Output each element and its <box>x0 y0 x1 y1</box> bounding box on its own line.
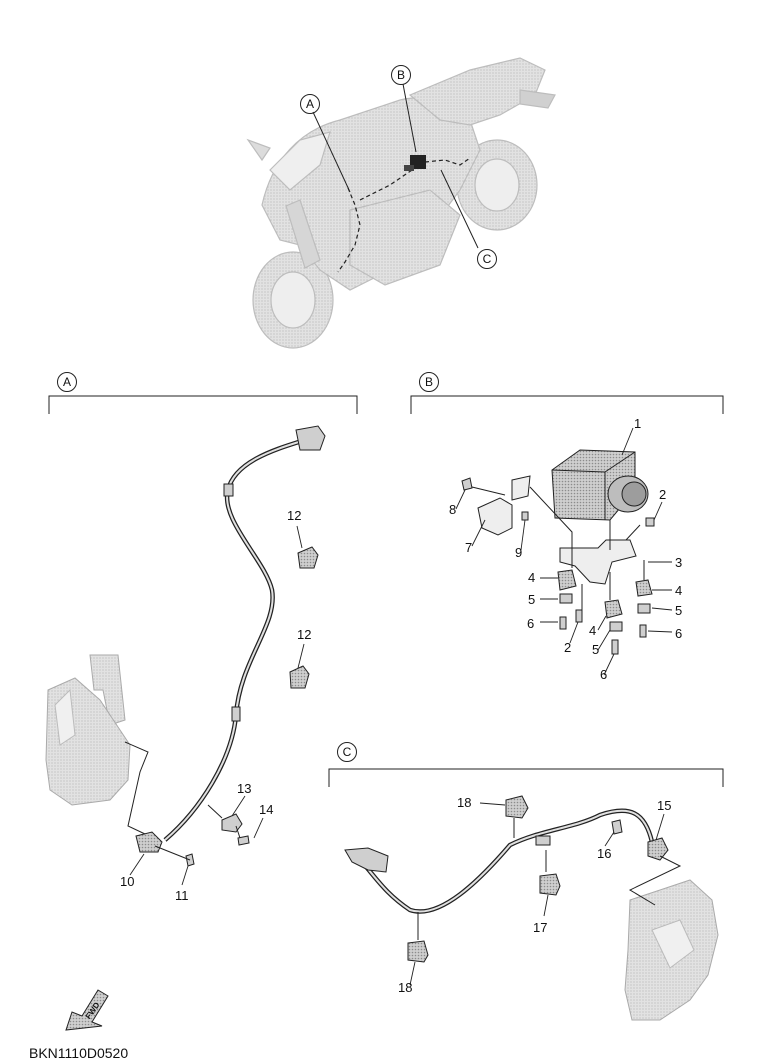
part-number: 14 <box>259 802 274 817</box>
abs-wiring-overview <box>337 157 471 273</box>
front-connector <box>295 425 326 451</box>
part-number: 3 <box>675 555 683 570</box>
engine <box>349 189 461 286</box>
rear-light <box>519 89 556 109</box>
part-number: 18 <box>398 980 413 995</box>
damper-4c <box>635 579 653 597</box>
part-number: 11 <box>175 888 189 903</box>
section-a-header: A <box>57 372 77 392</box>
part-number: 18 <box>457 795 472 810</box>
fwd-arrow-icon <box>65 989 109 1031</box>
section-b-artwork <box>455 427 673 676</box>
section-c-artwork <box>344 795 719 1021</box>
section-c-header: C <box>337 742 357 762</box>
part-number: 1 <box>634 416 642 431</box>
part-number: 13 <box>237 781 252 796</box>
part-number: 9 <box>515 545 523 560</box>
callout-b-overview: B <box>391 65 411 85</box>
mirror-left <box>246 138 271 162</box>
callout-c-overview: C <box>477 249 497 269</box>
damper-4a <box>557 569 577 591</box>
callout-a-overview: A <box>300 94 320 114</box>
bracket-7 <box>477 497 513 536</box>
part-number: 16 <box>597 846 612 861</box>
part-number: 12 <box>297 627 312 642</box>
part-number: 6 <box>527 616 535 631</box>
rear-sensor-lead <box>350 808 655 914</box>
motorcycle-overview <box>246 57 556 349</box>
front-sensor-lead <box>163 437 306 842</box>
grommet-17 <box>539 873 561 896</box>
front-wheel-sensor <box>135 831 163 853</box>
section-b-header: B <box>419 372 439 392</box>
part-number: 17 <box>533 920 548 935</box>
part-number: 4 <box>589 623 597 638</box>
part-number: 5 <box>675 603 683 618</box>
rear-wheel-sensor <box>647 837 669 861</box>
front-fork <box>285 199 321 269</box>
section-brackets <box>48 395 724 787</box>
rear-connector <box>344 847 389 873</box>
part-number: 15 <box>657 798 672 813</box>
diagram-code: BKN1110D0520 <box>29 1045 129 1061</box>
part-number: 5 <box>528 592 536 607</box>
part-number: 8 <box>449 502 457 517</box>
part-number: 4 <box>675 583 683 598</box>
part-number: 12 <box>287 508 302 523</box>
grommet-12b <box>289 665 310 689</box>
part-number: 2 <box>659 487 667 502</box>
part-number: 7 <box>465 540 473 555</box>
clamp-13 <box>221 813 243 833</box>
part-number: 5 <box>592 642 600 657</box>
grommet-18a <box>505 795 529 819</box>
part-number: 4 <box>528 570 536 585</box>
windscreen <box>269 131 331 191</box>
grommet-12a <box>297 546 319 569</box>
mounting-bracket <box>559 539 637 585</box>
damper-4b <box>604 599 623 619</box>
part-number: 6 <box>675 626 683 641</box>
part-number: 6 <box>600 667 608 682</box>
section-a-artwork <box>45 425 326 886</box>
part-number: 2 <box>564 640 572 655</box>
grommet-18b <box>407 940 429 963</box>
part-number: 10 <box>120 874 135 889</box>
